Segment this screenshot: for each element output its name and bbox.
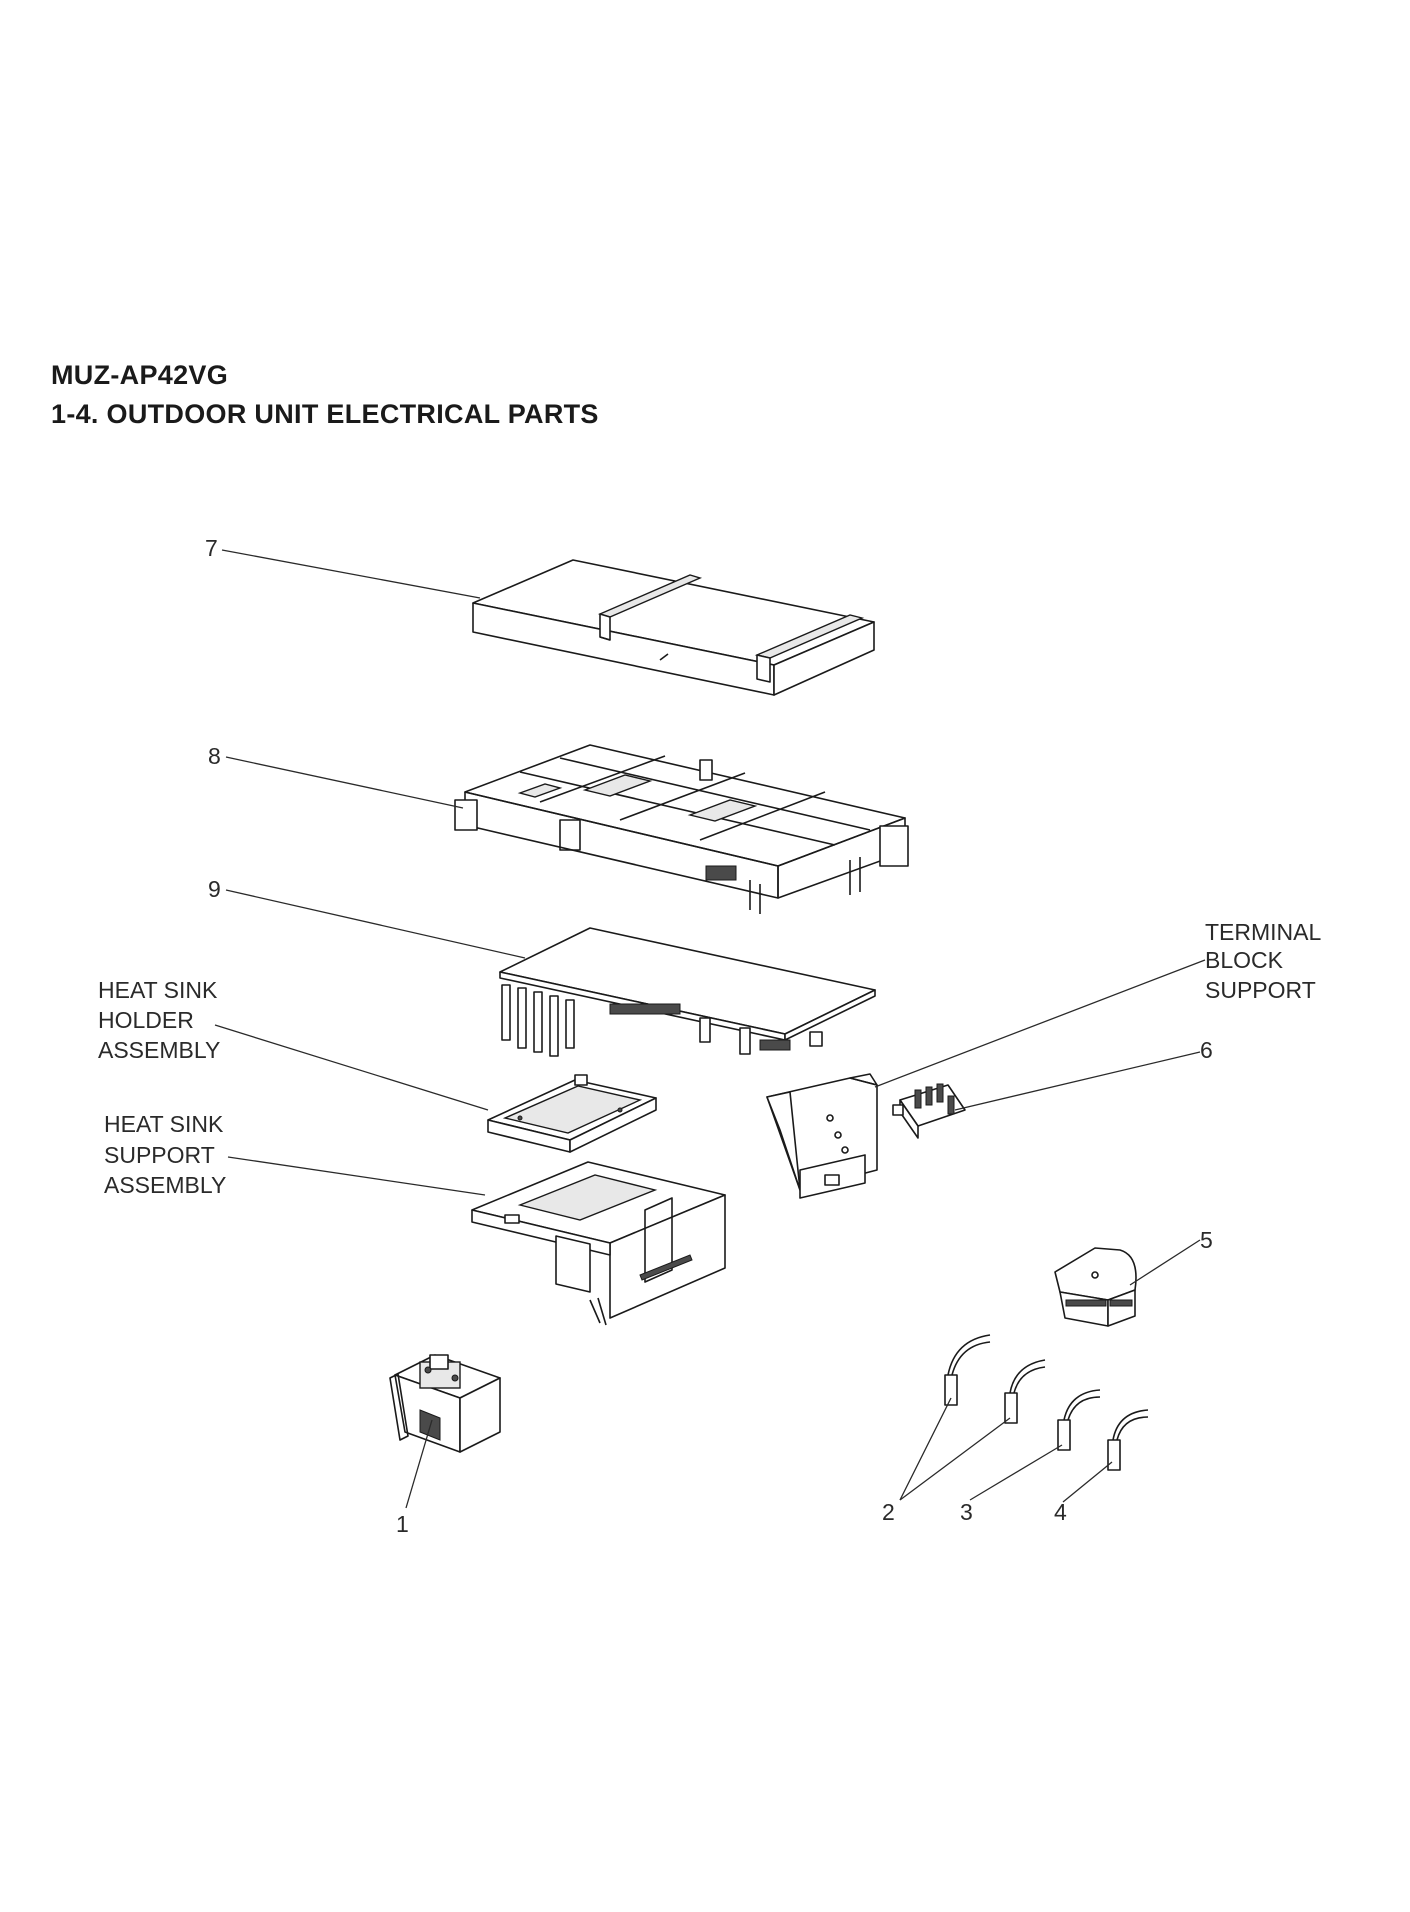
callout-3: 3 bbox=[960, 1499, 973, 1525]
thermistor-3 bbox=[1057, 1389, 1101, 1451]
label-terminal-block-support-line3: SUPPORT bbox=[1205, 977, 1316, 1003]
part-1-transformer bbox=[389, 1354, 501, 1453]
thermistor-4 bbox=[1107, 1409, 1149, 1471]
label-heat-sink-holder-line1: HEAT SINK bbox=[98, 977, 218, 1003]
leader-2b bbox=[899, 1417, 1011, 1501]
leader-7 bbox=[221, 549, 481, 599]
callout-5: 5 bbox=[1200, 1227, 1213, 1253]
label-terminal-block-support-line2: BLOCK bbox=[1205, 947, 1284, 973]
label-heat-sink-holder-line3: ASSEMBLY bbox=[98, 1037, 220, 1063]
leader-1 bbox=[405, 1419, 433, 1509]
leader-heat-sink-holder bbox=[214, 1024, 489, 1111]
leader-heat-sink-support bbox=[227, 1156, 486, 1196]
model-number: MUZ-AP42VG bbox=[51, 360, 229, 390]
leader-terminal-block-support bbox=[874, 959, 1206, 1088]
callout-4: 4 bbox=[1054, 1499, 1067, 1525]
heat-sink-holder bbox=[487, 1074, 657, 1153]
section-title: 1-4. OUTDOOR UNIT ELECTRICAL PARTS bbox=[51, 399, 599, 429]
leader-9 bbox=[225, 889, 526, 959]
leader-4 bbox=[1062, 1461, 1113, 1503]
callout-1: 1 bbox=[396, 1511, 409, 1537]
leader-2a bbox=[899, 1397, 952, 1501]
thermistor-2b bbox=[1004, 1359, 1046, 1424]
label-heat-sink-holder-line2: HOLDER bbox=[98, 1007, 194, 1033]
leader-6 bbox=[954, 1051, 1201, 1111]
part-8-frame bbox=[454, 744, 909, 914]
leader-3 bbox=[969, 1444, 1063, 1501]
part-9-pcb bbox=[499, 927, 876, 1057]
leader-8 bbox=[225, 756, 464, 809]
callout-8: 8 bbox=[208, 743, 221, 769]
thermistor-2a bbox=[944, 1334, 991, 1406]
part-7-cover bbox=[472, 559, 875, 696]
label-heat-sink-support-line1: HEAT SINK bbox=[104, 1111, 224, 1137]
label-terminal-block-support-line1: TERMINAL bbox=[1205, 919, 1322, 945]
terminal-block-support bbox=[766, 1073, 878, 1199]
part-5-reactor bbox=[1054, 1247, 1137, 1327]
label-heat-sink-support-line2: SUPPORT bbox=[104, 1142, 215, 1168]
leader-5 bbox=[1129, 1239, 1201, 1286]
heat-sink-support bbox=[471, 1161, 726, 1326]
callout-9: 9 bbox=[208, 876, 221, 902]
callout-6: 6 bbox=[1200, 1037, 1213, 1063]
callout-2: 2 bbox=[882, 1499, 895, 1525]
callout-7: 7 bbox=[205, 535, 218, 561]
label-heat-sink-support-line3: ASSEMBLY bbox=[104, 1172, 226, 1198]
part-6-terminal-block bbox=[892, 1083, 966, 1139]
